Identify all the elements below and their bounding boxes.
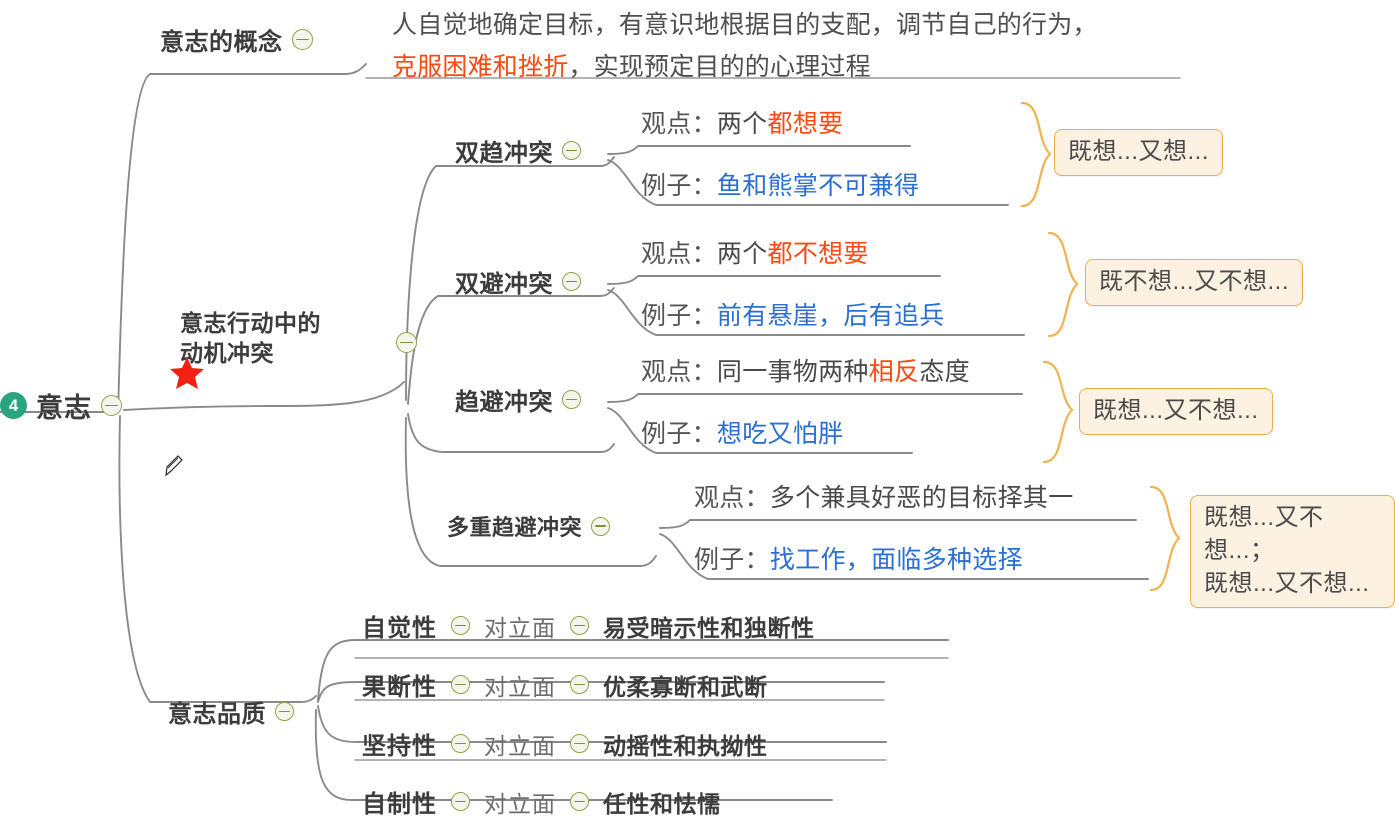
conflict-1-viewpoint-plain: 两个 xyxy=(716,110,768,138)
conflict-item-4[interactable]: 多重趋避冲突 xyxy=(447,510,611,542)
mouse-cursor-icon xyxy=(164,452,186,483)
concept-description: 人自觉地确定目标，有意识地根据目的支配，调节自己的行为， 克服困难和挫折，实现预… xyxy=(392,4,1177,88)
conflict-4-example-highlight: 找工作，面临多种选择 xyxy=(769,546,1023,574)
conflict-3-viewpoint-highlight: 相反 xyxy=(868,358,920,386)
conflict-1-example: 例子：鱼和熊掌不可兼得 xyxy=(641,166,919,202)
conflict-4-badge-line1: 既想...又不想...； xyxy=(1204,504,1324,564)
conflict-2-viewpoint: 观点：两个都不想要 xyxy=(641,234,869,270)
motive-conflict-label-line2: 动机冲突 xyxy=(180,340,274,366)
quality-4-value: 任性和怯懦 xyxy=(603,790,721,817)
conflict-item-2[interactable]: 双避冲突 xyxy=(455,264,581,299)
quality-row-3[interactable]: 坚持性 对立面 动摇性和执拗性 xyxy=(362,726,768,761)
conflict-4-badge: 既想...又不想...； 既想...又不想... xyxy=(1190,495,1395,608)
root-number-badge: 4 xyxy=(0,392,27,419)
conflict-2-example: 例子：前有悬崖，后有追兵 xyxy=(641,296,945,332)
concept-text-part-2: 克服困难和挫折 xyxy=(392,53,569,81)
conflict-1-example-label: 例子： xyxy=(641,172,717,200)
collapse-toggle-conflict-2[interactable] xyxy=(562,272,581,291)
conflict-2-example-label: 例子： xyxy=(641,302,717,330)
collapse-toggle-quality-1-opposite[interactable] xyxy=(570,616,589,635)
collapse-toggle-quality-1[interactable] xyxy=(451,616,470,635)
quality-2-value: 优柔寡断和武断 xyxy=(603,673,768,700)
quality-3-mid: 对立面 xyxy=(484,732,556,759)
quality-4-name: 自制性 xyxy=(362,791,437,818)
collapse-toggle-motive-conflict[interactable] xyxy=(396,332,417,353)
branch-concept-label: 意志的概念 xyxy=(160,29,283,56)
conflict-4-viewpoint-plain: 多个兼具好恶的目标择其一 xyxy=(769,484,1074,512)
branch-quality[interactable]: 意志品质 xyxy=(168,694,294,729)
conflict-1-viewpoint-label: 观点： xyxy=(641,110,717,138)
collapse-toggle-conflict-3[interactable] xyxy=(562,390,581,409)
conflict-1-badge: 既想...又想... xyxy=(1054,129,1224,176)
conflict-2-label: 双避冲突 xyxy=(455,271,553,298)
conflict-4-viewpoint-label: 观点： xyxy=(694,484,770,512)
conflict-3-example-label: 例子： xyxy=(641,420,717,448)
conflict-3-viewpoint-tail: 态度 xyxy=(919,358,970,386)
motive-conflict-label-line1: 意志行动中的 xyxy=(180,310,321,336)
collapse-toggle-quality-2-opposite[interactable] xyxy=(570,675,589,694)
quality-row-2[interactable]: 果断性 对立面 优柔寡断和武断 xyxy=(362,667,768,702)
collapse-toggle-conflict-4[interactable] xyxy=(591,516,611,536)
conflict-item-1[interactable]: 双趋冲突 xyxy=(455,133,581,168)
branch-motive-conflict[interactable]: 意志行动中的 动机冲突 xyxy=(168,308,321,389)
conflict-2-example-highlight: 前有悬崖，后有追兵 xyxy=(716,302,945,330)
quality-3-name: 坚持性 xyxy=(362,733,437,760)
quality-row-4[interactable]: 自制性 对立面 任性和怯懦 xyxy=(362,784,721,819)
collapse-toggle-concept[interactable] xyxy=(291,29,313,50)
conflict-2-viewpoint-label: 观点： xyxy=(641,240,717,268)
quality-2-mid: 对立面 xyxy=(484,673,556,700)
conflict-4-example: 例子：找工作，面临多种选择 xyxy=(694,540,1023,576)
concept-text-part-3: ，实现预定目的的心理过程 xyxy=(568,53,871,81)
conflict-2-viewpoint-highlight: 都不想要 xyxy=(767,240,869,268)
collapse-toggle-root[interactable] xyxy=(101,395,122,416)
conflict-4-badge-line2: 既想...又不想... xyxy=(1204,570,1370,597)
collapse-toggle-quality-3-opposite[interactable] xyxy=(570,734,589,753)
branch-motive-conflict-label: 意志行动中的 动机冲突 xyxy=(180,308,321,368)
branch-quality-label: 意志品质 xyxy=(168,701,266,728)
conflict-item-3[interactable]: 趋避冲突 xyxy=(455,382,581,417)
conflict-3-viewpoint: 观点：同一事物两种相反态度 xyxy=(641,352,970,388)
collapse-toggle-motive-conflict-wrap[interactable] xyxy=(396,332,417,353)
conflict-1-example-highlight: 鱼和熊掌不可兼得 xyxy=(716,172,920,200)
conflict-1-viewpoint-highlight: 都想要 xyxy=(767,110,844,138)
quality-4-mid: 对立面 xyxy=(484,790,556,817)
collapse-toggle-quality-3[interactable] xyxy=(451,734,470,753)
quality-1-mid: 对立面 xyxy=(484,614,556,641)
quality-1-value: 易受暗示性和独断性 xyxy=(603,614,815,641)
conflict-2-badge: 既不想...又不想... xyxy=(1085,259,1304,306)
collapse-toggle-quality-4[interactable] xyxy=(451,792,470,811)
conflict-3-viewpoint-plain: 同一事物两种 xyxy=(716,358,869,386)
conflict-3-label: 趋避冲突 xyxy=(455,389,553,416)
conflict-3-viewpoint-label: 观点： xyxy=(641,358,717,386)
collapse-toggle-conflict-1[interactable] xyxy=(562,141,581,160)
collapse-toggle-quality-4-opposite[interactable] xyxy=(570,792,589,811)
quality-2-name: 果断性 xyxy=(362,674,437,701)
root-node[interactable]: 4 意志 xyxy=(0,386,122,425)
conflict-1-viewpoint: 观点：两个都想要 xyxy=(641,104,843,140)
brace-group xyxy=(1020,101,1181,592)
conflict-4-example-label: 例子： xyxy=(694,546,770,574)
conflict-3-example: 例子：想吃又怕胖 xyxy=(641,414,843,450)
collapse-toggle-quality-2[interactable] xyxy=(451,675,470,694)
conflict-1-label: 双趋冲突 xyxy=(455,140,553,167)
conflict-3-example-highlight: 想吃又怕胖 xyxy=(716,420,844,448)
concept-text-part-1: 人自觉地确定目标，有意识地根据目的支配，调节自己的行为， xyxy=(392,11,1098,39)
quality-row-1[interactable]: 自觉性 对立面 易受暗示性和独断性 xyxy=(362,608,815,643)
quality-3-value: 动摇性和执拗性 xyxy=(603,732,768,759)
conflict-2-viewpoint-plain: 两个 xyxy=(716,240,768,268)
quality-1-name: 自觉性 xyxy=(362,615,437,642)
conflict-4-viewpoint: 观点：多个兼具好恶的目标择其一 xyxy=(694,478,1074,514)
conflict-4-label: 多重趋避冲突 xyxy=(447,515,583,540)
conflict-3-badge: 既想...又不想... xyxy=(1079,388,1273,435)
branch-concept[interactable]: 意志的概念 xyxy=(160,22,313,57)
root-label: 意志 xyxy=(36,393,92,423)
collapse-toggle-quality[interactable] xyxy=(275,702,294,721)
